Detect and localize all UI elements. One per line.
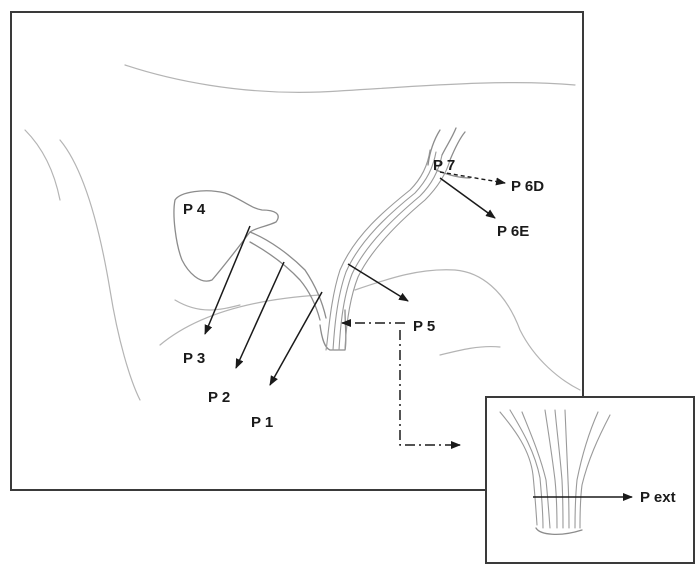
label-p3: P 3 (183, 350, 205, 367)
arrow-p6e (440, 178, 495, 218)
arrow-p2 (236, 262, 284, 368)
label-p7: P 7 (433, 157, 455, 174)
label-p4: P 4 (183, 201, 206, 218)
arrow-p1 (270, 292, 322, 385)
label-p6e: P 6E (497, 223, 529, 240)
inset-panel: P ext (486, 397, 694, 563)
label-p1: P 1 (251, 414, 273, 431)
arrow-p5 (348, 264, 408, 301)
label-p5: P 5 (413, 318, 435, 335)
label-pext: P ext (640, 489, 676, 506)
label-p6d: P 6D (511, 178, 544, 195)
label-p2: P 2 (208, 389, 230, 406)
arrow-to-inset (400, 330, 460, 445)
